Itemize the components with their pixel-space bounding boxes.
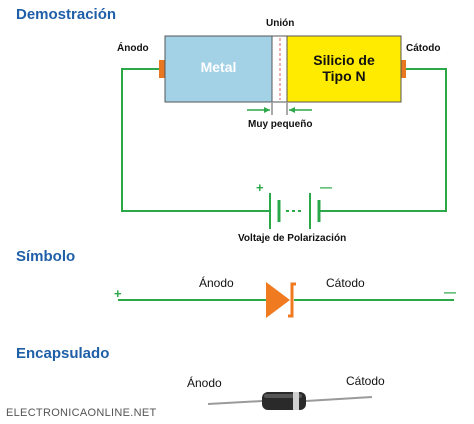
battery-label: Voltaje de Polarización xyxy=(238,233,347,244)
package-cathode-band xyxy=(293,392,299,410)
symbol-anodo-label: Ánodo xyxy=(199,276,234,290)
arrow-left-icon xyxy=(289,107,295,113)
package-lead-left xyxy=(207,400,263,405)
symbol-catodo-label: Cátodo xyxy=(326,276,365,290)
silicio-block xyxy=(286,35,402,103)
silicio-label-2: Tipo N xyxy=(322,68,366,84)
battery-minus: — xyxy=(320,180,332,194)
metal-label: Metal xyxy=(200,59,237,75)
arrow-right-icon xyxy=(264,107,270,113)
package-catodo-label: Cátodo xyxy=(346,374,385,388)
anode-terminal xyxy=(159,60,166,78)
cathode-terminal xyxy=(399,60,406,78)
symbol-minus: — xyxy=(444,285,456,299)
package-anodo-label: Ánodo xyxy=(187,376,222,390)
demostracion-title: Demostración xyxy=(16,6,117,23)
encapsulado-title: Encapsulado xyxy=(16,345,110,362)
package-lead-right xyxy=(305,396,373,402)
left-wire xyxy=(121,68,270,212)
battery-plus: + xyxy=(256,180,264,195)
catodo-label: Cátodo xyxy=(406,43,441,54)
anodo-label: Ánodo xyxy=(117,43,149,54)
muy-pequeno-label: Muy pequeño xyxy=(248,119,313,130)
diode-triangle-icon xyxy=(266,282,290,318)
silicio-label-1: Silicio de xyxy=(313,52,375,68)
watermark: ELECTRONICAONLINE.NET xyxy=(6,407,157,419)
union-label: Unión xyxy=(266,18,295,29)
simbolo-title: Símbolo xyxy=(16,248,76,265)
symbol-plus: + xyxy=(114,286,122,301)
diode-bar-icon xyxy=(288,282,296,318)
right-wire xyxy=(320,68,447,212)
